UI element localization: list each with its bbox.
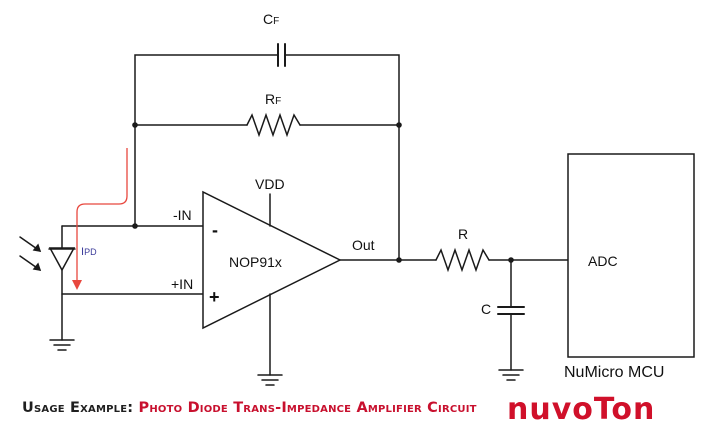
r-resistor [435, 247, 490, 273]
caption-title: Photo Diode Trans-Impedance Amplifier Ci… [138, 400, 477, 416]
current-path-arrow [76, 148, 128, 280]
label-out: Out [352, 237, 375, 253]
junction-rc [508, 257, 514, 263]
rf-resistor [246, 112, 301, 138]
label-plus-in: +IN [171, 276, 193, 292]
label-ipd: IPD [81, 246, 97, 258]
label-minus-sign: - [212, 220, 218, 240]
label-r: R [458, 226, 468, 242]
schematic-diagram: CF RF VDD -IN +IN - + NOP91x Out IPD R C… [19, 11, 695, 386]
label-adc: ADC [588, 253, 618, 269]
label-rf: RF [265, 91, 281, 107]
label-mcu: NuMicro MCU [564, 364, 664, 381]
cf-feedback-wire [134, 54, 279, 227]
junction-output [396, 257, 402, 263]
cf-feedback-wire-right [284, 54, 400, 261]
photodiode-triangle [48, 247, 76, 272]
junction-feedback-rf [396, 122, 402, 128]
mcu-box [567, 153, 695, 358]
current-arrowhead [72, 280, 82, 290]
junction-minus-in [132, 223, 138, 229]
label-c: C [481, 301, 491, 317]
label-vdd: VDD [255, 176, 285, 192]
nuvoton-logo: nuvoTon [507, 393, 655, 423]
light-arrowhead-2 [32, 262, 42, 271]
opamp-triangle [202, 190, 342, 330]
label-opamp: NOP91x [229, 254, 282, 270]
svg-text:nuvoTon: nuvoTon [507, 393, 655, 423]
label-cf: CF [263, 11, 279, 27]
label-minus-in: -IN [173, 207, 192, 223]
label-plus-sign: + [209, 287, 220, 307]
caption: Usage Example: Photo Diode Trans-Impedan… [22, 400, 477, 416]
caption-label: Usage Example: [22, 400, 134, 416]
light-arrowhead-1 [32, 243, 42, 252]
junction-feedback-cf [132, 122, 138, 128]
